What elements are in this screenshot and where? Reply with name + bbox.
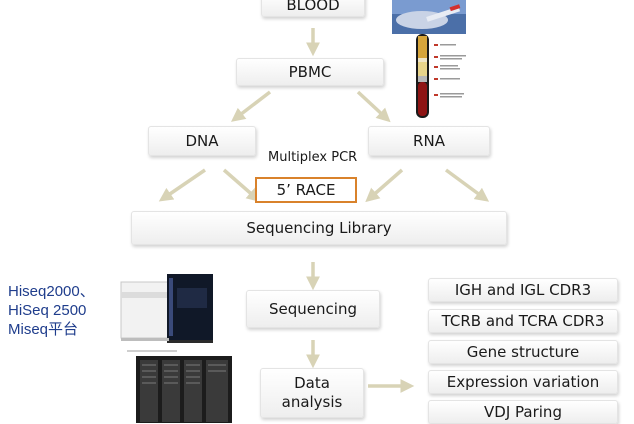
platform-line: Hiseq2000、 xyxy=(8,283,95,300)
arrow-rna-library-right xyxy=(444,168,490,202)
dna-node: DNA xyxy=(148,126,256,156)
race-label: 5’ RACE xyxy=(276,181,336,199)
race-node: 5’ RACE xyxy=(255,177,357,203)
server-rack-photo xyxy=(136,356,232,423)
platform-line: HiSeq 2500 xyxy=(8,302,87,319)
blood-label: BLOOD xyxy=(286,0,340,14)
output-vdj-paring: VDJ Paring xyxy=(428,400,618,424)
blood-tube-photo xyxy=(416,34,466,118)
output-label: TCRB and TCRA CDR3 xyxy=(441,311,605,330)
platform-list: Hiseq2000、 HiSeq 2500 Miseq平台 xyxy=(8,282,95,339)
output-tcrb-tcra: TCRB and TCRA CDR3 xyxy=(428,309,618,333)
sequencing-library-node: Sequencing Library xyxy=(131,211,507,245)
pbmc-node: PBMC xyxy=(236,58,384,86)
arrow-dna-library-left xyxy=(158,168,206,202)
output-gene-structure: Gene structure xyxy=(428,340,618,364)
output-label: IGH and IGL CDR3 xyxy=(454,280,592,299)
sequencing-label: Sequencing xyxy=(269,299,357,318)
output-igh-igl: IGH and IGL CDR3 xyxy=(428,278,618,302)
rna-label: RNA xyxy=(413,131,445,150)
output-label: VDJ Paring xyxy=(484,402,562,421)
platform-line: Miseq平台 xyxy=(8,321,79,338)
arrow-dna-library-right xyxy=(222,168,261,203)
pbmc-label: PBMC xyxy=(288,62,332,81)
data-analysis-node: Data analysis xyxy=(260,368,364,418)
data-analysis-label-line2: analysis xyxy=(281,393,343,411)
arrow-pbmc-dna xyxy=(230,90,272,122)
multiplex-pcr-label: Multiplex PCR xyxy=(268,150,358,165)
output-label: Gene structure xyxy=(466,342,580,361)
sequencing-library-label: Sequencing Library xyxy=(246,218,392,237)
rna-node: RNA xyxy=(368,126,490,156)
dna-label: DNA xyxy=(185,131,219,150)
data-analysis-label-line1: Data xyxy=(294,374,330,393)
arrow-pbmc-rna xyxy=(356,90,391,123)
arrow-rna-library-left xyxy=(365,168,404,203)
output-expression-variation: Expression variation xyxy=(428,370,618,394)
sequencing-node: Sequencing xyxy=(246,290,380,328)
sequencer-photo xyxy=(107,270,225,358)
blood-draw-photo xyxy=(392,0,466,34)
output-label: Expression variation xyxy=(446,372,600,391)
blood-node: BLOOD xyxy=(261,0,365,17)
